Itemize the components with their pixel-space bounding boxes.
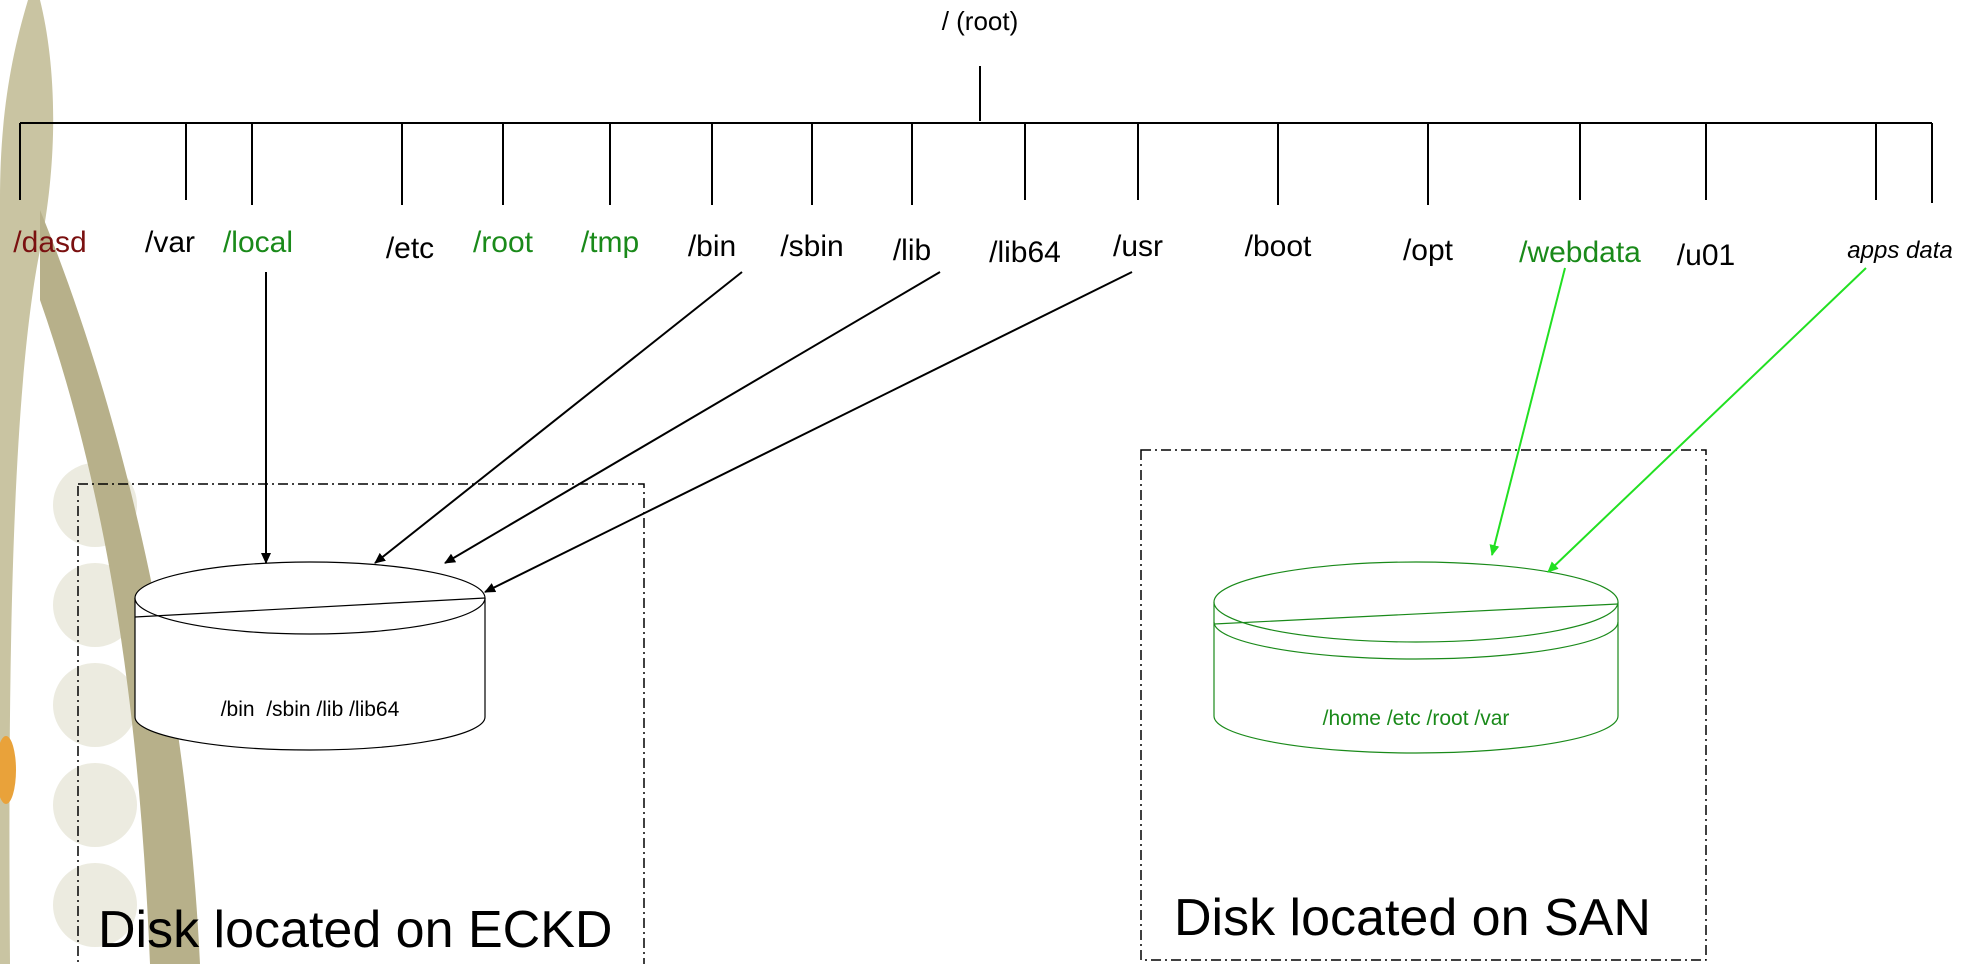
arrow-lib-to-eckd xyxy=(444,271,941,564)
arrow-webdata-to-san xyxy=(1489,267,1566,556)
decor-circle xyxy=(53,863,137,947)
dir-label-lib64: /lib64 xyxy=(989,236,1061,269)
dir-label-boot: /boot xyxy=(1245,230,1312,263)
eckd-box-label: Disk located on ECKD xyxy=(98,901,612,959)
san-disk-cylinder xyxy=(1213,561,1619,754)
eckd-disk-cylinder xyxy=(134,561,486,751)
dir-label-lib: /lib xyxy=(893,234,931,267)
dir-label-bin: /bin xyxy=(688,230,736,263)
dir-label-usr: /usr xyxy=(1113,230,1163,263)
dir-label-webdata: /webdata xyxy=(1519,236,1641,269)
eckd-disk-contents: /bin /sbin /lib /lib64 xyxy=(221,698,400,721)
dir-label-tmp: /tmp xyxy=(581,226,639,259)
dir-label-sbin: /sbin xyxy=(780,230,843,263)
dir-label-opt: /opt xyxy=(1403,234,1454,267)
decor-band xyxy=(40,210,200,964)
san-disk-contents: /home /etc /root /var xyxy=(1323,707,1510,730)
dir-label-var: /var xyxy=(145,226,195,259)
decor-accent xyxy=(0,736,16,804)
root-label: / (root) xyxy=(942,6,1019,36)
arrow-appsdata-to-san xyxy=(1547,267,1867,573)
directory-labels: /dasd/var/local/etc/root/tmp/bin/sbin/li… xyxy=(13,226,1952,272)
san-box-label: Disk located on SAN xyxy=(1174,889,1651,947)
directory-branches xyxy=(19,123,1933,205)
decor-band xyxy=(0,0,54,964)
mapping-arrows xyxy=(261,267,1867,593)
decorative-swirl xyxy=(0,0,200,964)
dir-label-appsdata: apps data xyxy=(1847,237,1952,264)
dir-label-local: /local xyxy=(223,226,293,259)
decor-circle xyxy=(53,763,137,847)
san-disk-group: /home /etc /root /var Disk located on SA… xyxy=(1140,449,1707,961)
eckd-box xyxy=(77,483,645,964)
arrow-usr-to-eckd xyxy=(484,271,1133,593)
san-box xyxy=(1140,449,1707,961)
dir-label-u01: /u01 xyxy=(1677,239,1735,272)
eckd-disk-group: /bin /sbin /lib /lib64 Disk located on E… xyxy=(77,483,645,964)
dir-label-dasd: /dasd xyxy=(13,226,86,259)
dir-label-root: /root xyxy=(473,226,534,259)
dir-label-etc: /etc xyxy=(386,232,434,265)
decor-circle xyxy=(53,663,137,747)
arrow-bin-to-eckd xyxy=(374,271,743,564)
